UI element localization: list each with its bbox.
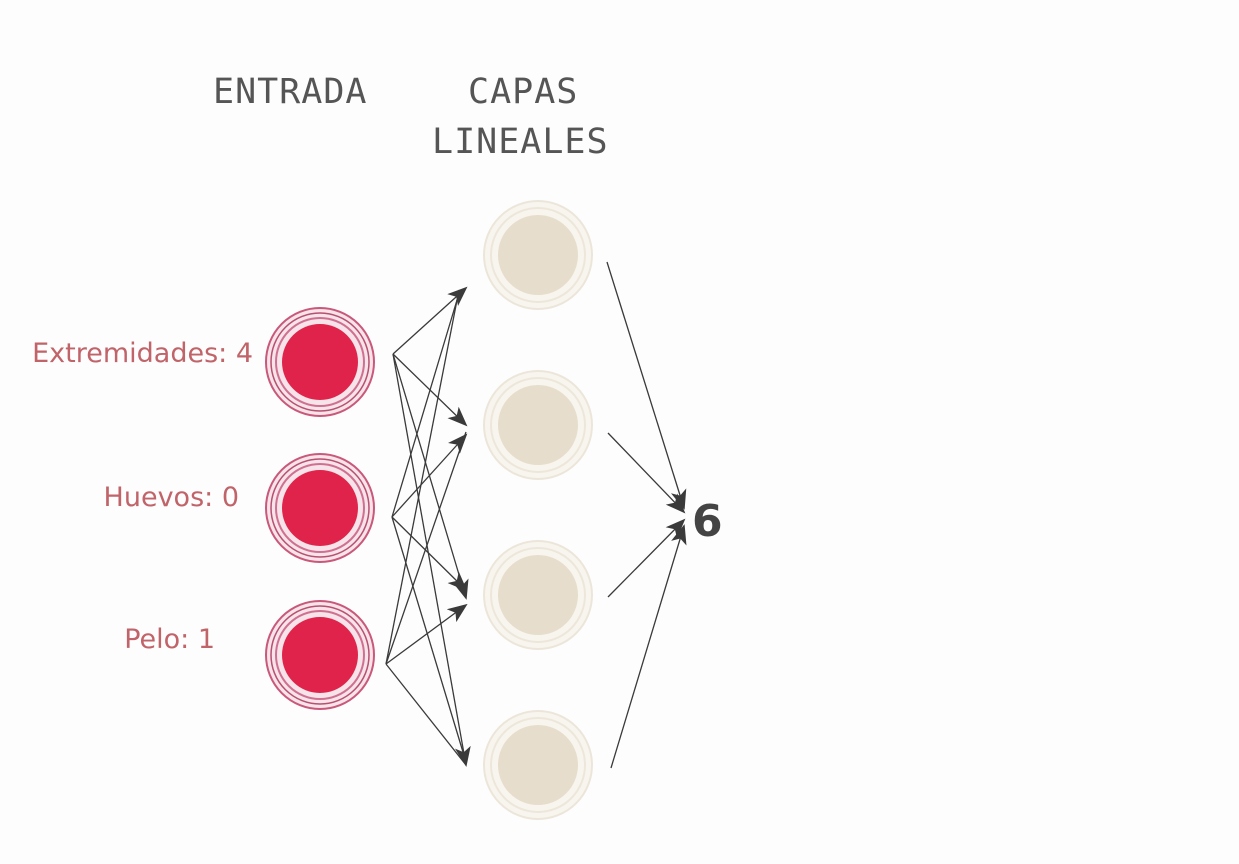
hidden-node-3 xyxy=(483,540,593,650)
output-value: 6 xyxy=(692,496,723,547)
input-label-huevos: Huevos: 0 xyxy=(103,482,239,513)
input-node-pelo xyxy=(265,600,375,710)
input-label-extremidades: Extremidades: 4 xyxy=(32,338,253,369)
input-node-extremidades xyxy=(265,307,375,417)
input-label-pelo: Pelo: 1 xyxy=(124,624,215,655)
hidden-node-2 xyxy=(483,370,593,480)
input-to-hidden-connections xyxy=(385,286,471,767)
header-entrada: ENTRADA xyxy=(213,72,368,112)
hidden-to-output-connections xyxy=(606,261,687,769)
hidden-node-1 xyxy=(483,200,593,310)
header-lineales: LINEALES xyxy=(432,122,609,162)
header-capas: CAPAS xyxy=(468,72,579,112)
input-node-huevos xyxy=(265,453,375,563)
hidden-node-4 xyxy=(483,710,593,820)
